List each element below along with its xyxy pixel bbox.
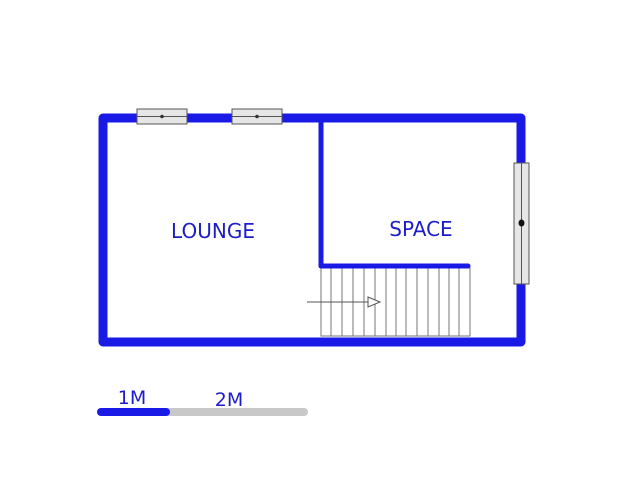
walls xyxy=(98,113,526,347)
room-label-lounge: LOUNGE xyxy=(171,219,255,243)
staircase xyxy=(307,267,471,337)
outer-wall xyxy=(98,113,526,347)
window-top-right xyxy=(231,108,283,125)
stair-direction-arrow xyxy=(307,296,382,308)
scale-label-2m: 2M xyxy=(215,389,243,411)
scale-label-1m: 1M xyxy=(118,387,146,409)
window-right xyxy=(513,162,530,285)
stair-treads xyxy=(330,268,460,336)
window-top-left xyxy=(136,108,188,125)
scale-bar: 1M 2M xyxy=(97,387,308,416)
room-label-space: SPACE xyxy=(389,217,452,241)
